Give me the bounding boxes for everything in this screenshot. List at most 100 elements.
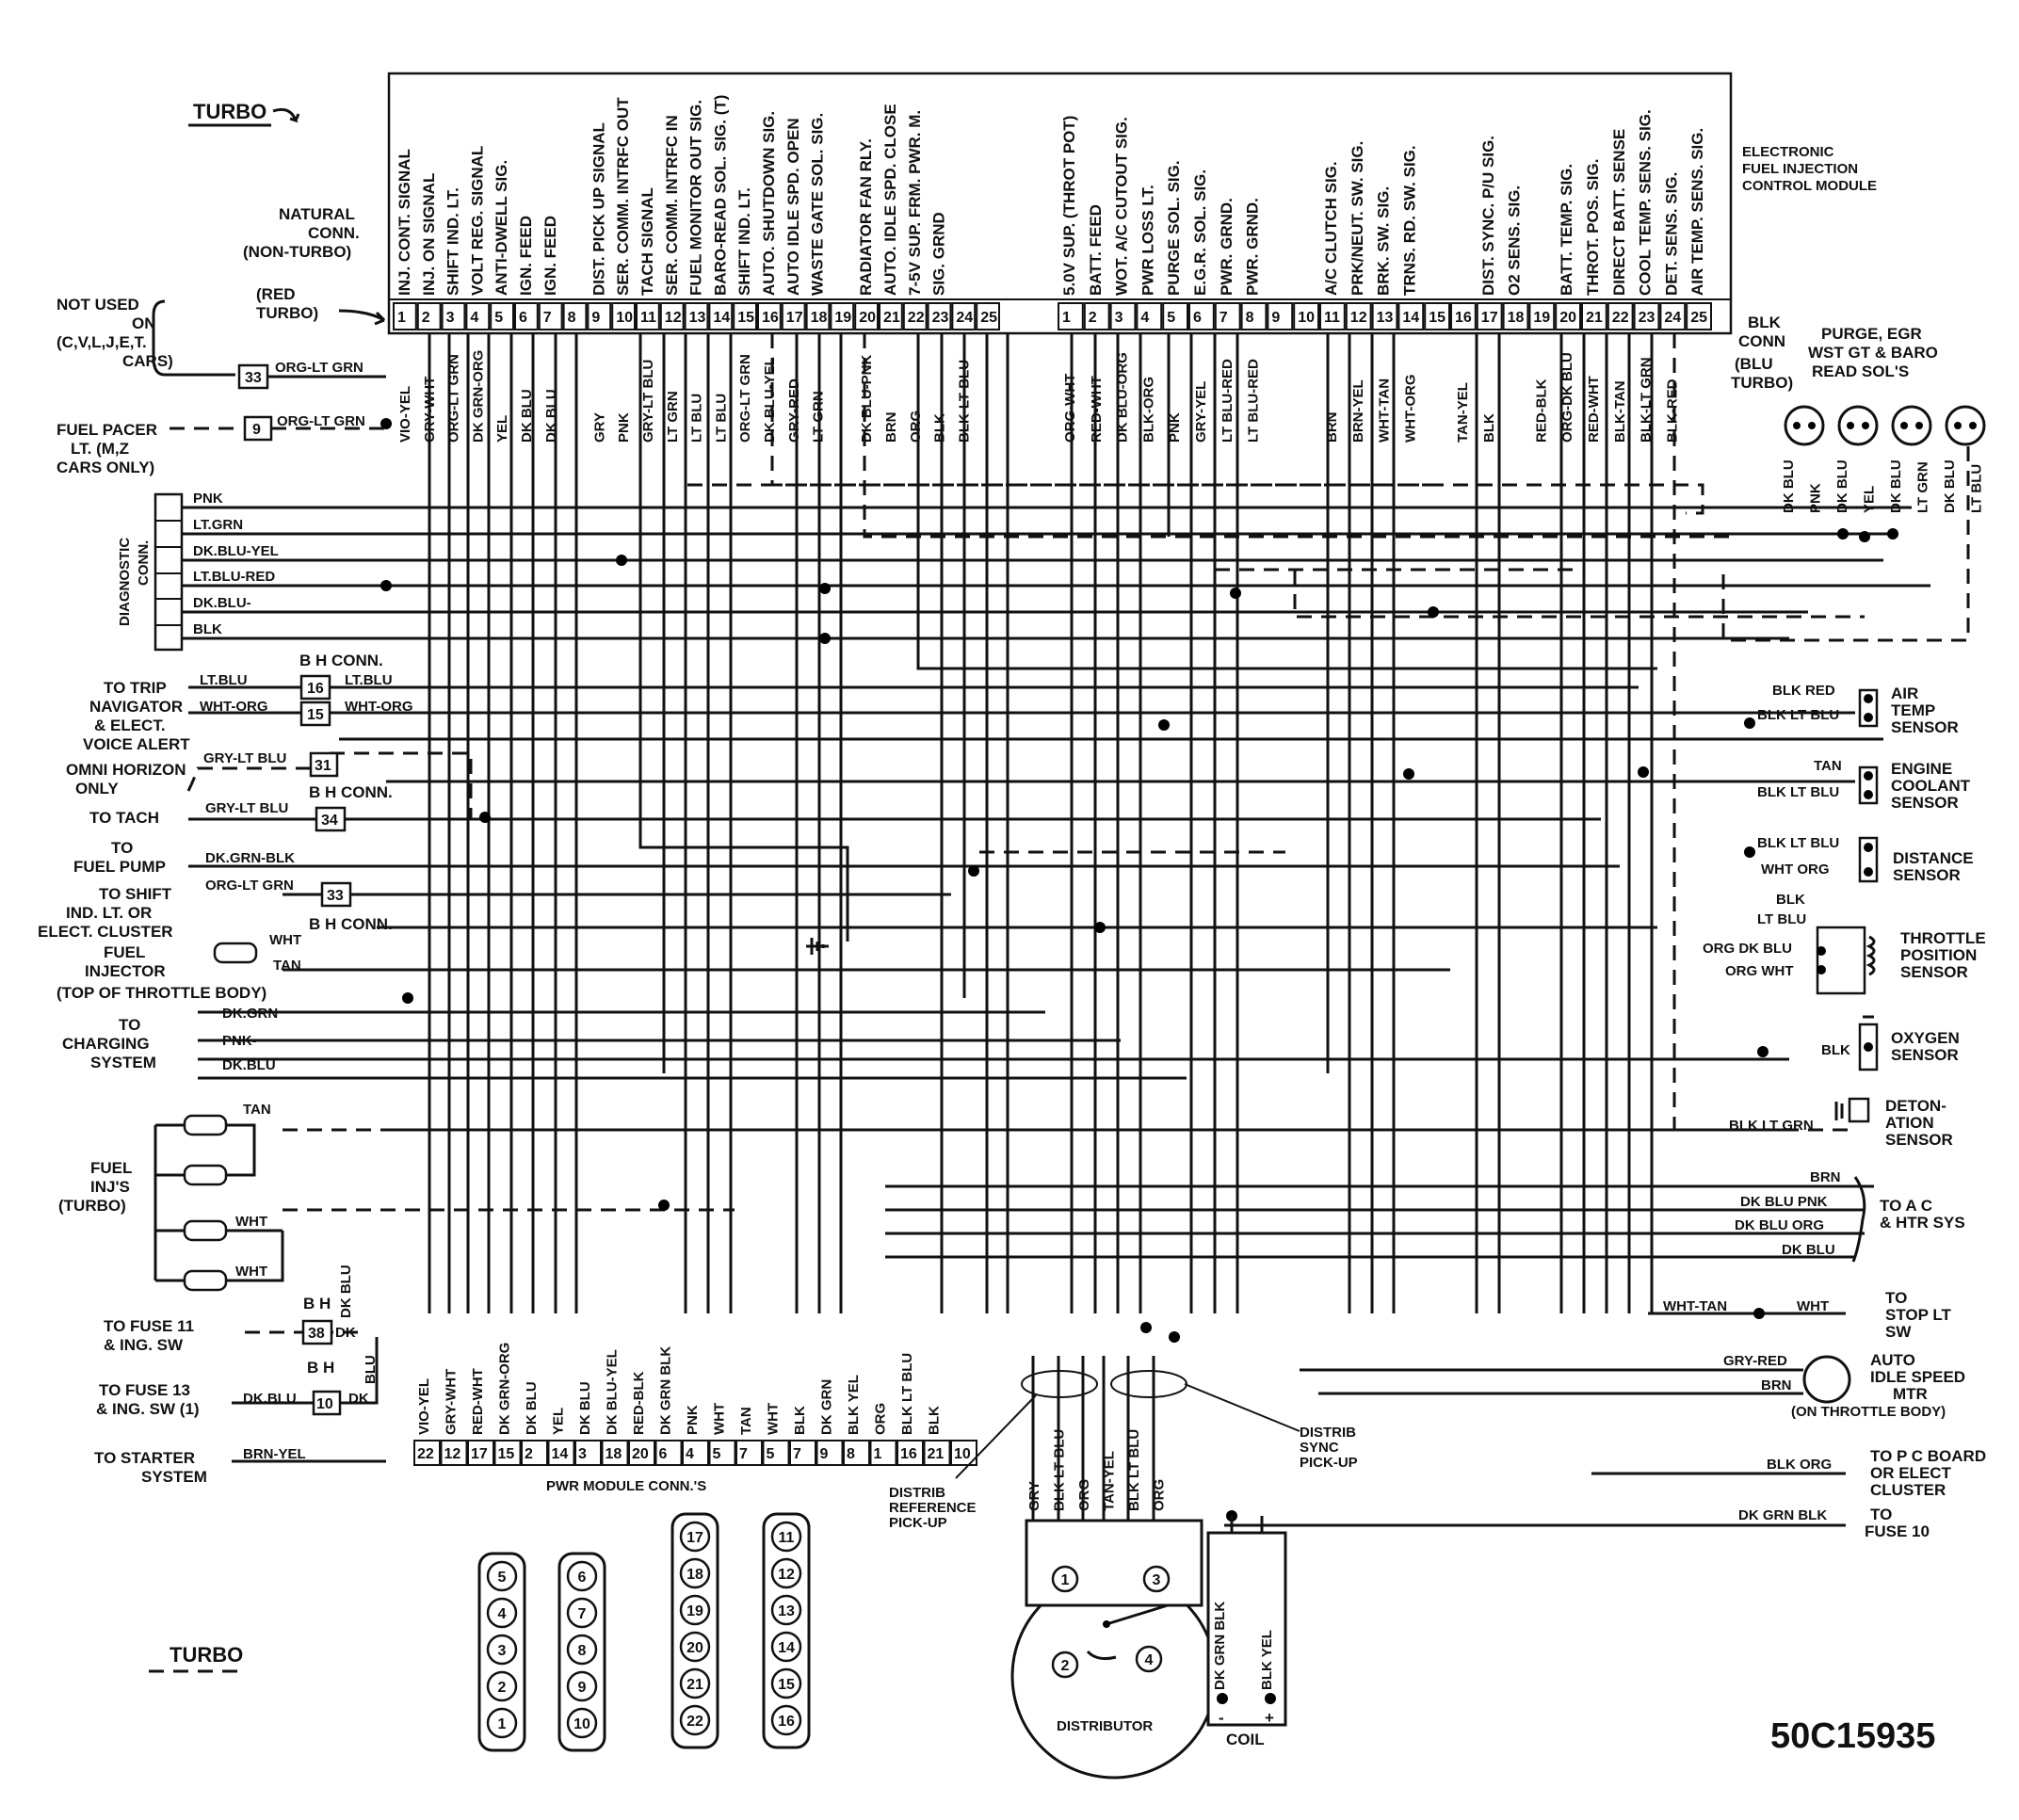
- idle-2: IDLE SPEED: [1870, 1368, 1965, 1386]
- blk-pin-function: BATT. FEED: [1087, 204, 1105, 296]
- blk-pin-box: [1686, 302, 1712, 330]
- stop-1: TO: [1885, 1289, 1907, 1307]
- wire-label: DK BLU: [338, 1264, 354, 1318]
- blk-pin-box: [1293, 302, 1319, 330]
- plug-pin-number: 20: [686, 1640, 703, 1656]
- plug-pin-number: 12: [778, 1567, 795, 1583]
- wire-label: ORG-LT GRN: [205, 878, 294, 894]
- plug-pin-number: 2: [498, 1680, 507, 1696]
- blk-pin-function: E.G.R. SOL. SIG.: [1191, 169, 1209, 296]
- bh-conn-1: B H CONN.: [299, 652, 383, 669]
- natural-pin-function: AUTO. SHUTDOWN SIG.: [760, 111, 778, 296]
- blk-pin-box: [1240, 302, 1268, 330]
- blk-pin-number: 4: [1140, 310, 1149, 326]
- blk-pin-box: [1162, 302, 1188, 330]
- module-title-1: ELECTRONIC: [1742, 144, 1834, 160]
- wire-label: WHT: [235, 1214, 267, 1230]
- purge-wire-color: PNK: [1808, 483, 1824, 513]
- natural-wire-color: BRN: [883, 412, 899, 443]
- purge-3: READ SOL'S: [1812, 362, 1909, 380]
- detonation-sensor: [1834, 1097, 1870, 1123]
- wire-label: TAN: [273, 958, 301, 974]
- purge-wire-color: DK BLU: [1781, 459, 1797, 513]
- distributor-terminal: 3: [1153, 1572, 1161, 1588]
- not-used-1: NOT USED: [57, 296, 139, 314]
- pwr-pin-box: [628, 1440, 655, 1466]
- plug-pin-number: 11: [779, 1530, 795, 1546]
- coolant-sensor: [1858, 765, 1879, 805]
- natural-pin-number: 23: [932, 310, 949, 326]
- pwr-pin-box: [574, 1440, 602, 1466]
- blk-wire-color: LT BLU-RED: [1219, 359, 1236, 443]
- purge-wire-color: YEL: [1862, 486, 1878, 513]
- ground-icon: [806, 938, 829, 955]
- bh-conn-2: B H CONN.: [309, 783, 393, 801]
- blk-pin-function: TRNS. RD. SW. SIG.: [1400, 145, 1418, 296]
- blk-pin-number: 12: [1350, 310, 1367, 326]
- distance-sensor: [1858, 836, 1879, 883]
- air-temp-2: TEMP: [1891, 701, 1935, 719]
- throttle-2: POSITION: [1900, 946, 1977, 964]
- blk-pin-number: 17: [1481, 310, 1498, 326]
- fuel-pacer-2: LT. (M,Z: [71, 440, 129, 458]
- bh-conn-3: B H CONN.: [309, 915, 393, 933]
- conn-33: 33: [245, 370, 262, 386]
- natural-pin-function: AUTO. IDLE SPD. CLOSE: [881, 104, 899, 296]
- idle-1: AUTO: [1870, 1351, 1915, 1369]
- natural-pin-function: IGN. FEED: [541, 216, 559, 296]
- natural-pin-box: [538, 302, 563, 330]
- wire-label: PNK-: [222, 1033, 257, 1049]
- blk-pin-function: THROT. POS. SIG.: [1584, 159, 1602, 296]
- diag-wire-5: DK.BLU-: [193, 595, 251, 611]
- distributor-wire-color: ORG: [1152, 1479, 1168, 1511]
- pwr-pin-number: 22: [417, 1446, 434, 1462]
- natural-wire-color: DK BLU-PNK: [859, 355, 875, 443]
- natural-wire-color: YEL: [494, 415, 510, 443]
- natural-wire-color: DK GRN-ORG: [470, 350, 486, 443]
- natural-pin-number: 14: [713, 310, 730, 326]
- red-turbo-1: (RED: [256, 285, 296, 303]
- natural-pin-number: 11: [640, 310, 656, 326]
- blk-pin-function: BATT. TEMP. SIG.: [1558, 164, 1575, 296]
- natural-pin-box: [393, 302, 417, 330]
- wire-label: BLK: [1776, 892, 1805, 908]
- purge-wire-color: DK BLU: [1942, 459, 1958, 513]
- pwr-pin-box: [493, 1440, 522, 1466]
- tach-label: TO TACH: [89, 809, 159, 827]
- pc-1: TO P C BOARD: [1870, 1447, 1986, 1465]
- solenoid-icon: [1837, 405, 1879, 446]
- distributor-wire-color: BLK LT BLU: [1126, 1429, 1142, 1511]
- blk-pin-number: 8: [1246, 310, 1254, 326]
- plug-pin-number: 22: [686, 1714, 703, 1730]
- wire-label: LT.BLU: [200, 672, 248, 688]
- natural-pin-box: [976, 302, 1000, 330]
- blk-pin-box: [1345, 302, 1372, 330]
- wire-label: TAN: [1814, 758, 1842, 774]
- pwr-wire-color: BLK LT BLU: [899, 1353, 915, 1435]
- natural-pin-function: SHIFT IND. LT.: [444, 187, 462, 296]
- turbo-label-top: TURBO: [193, 100, 267, 123]
- pwr-wire-color: RED-BLK: [631, 1371, 647, 1435]
- arrow-icon: [338, 309, 386, 326]
- wire-label: GRY-LT BLU: [203, 750, 286, 766]
- blk-wire-color: WHT-ORG: [1402, 375, 1418, 443]
- module-title-2: FUEL INJECTION: [1742, 161, 1858, 177]
- natural-pin-number: 1: [397, 310, 406, 326]
- natural-pin-box: [902, 302, 928, 330]
- blk-pin-function: WOT. A/C CUTOUT SIG.: [1113, 117, 1131, 296]
- conn-9: 9: [252, 422, 261, 438]
- natural-wire-color: PNK: [616, 412, 632, 443]
- fuse10-2: FUSE 10: [1865, 1522, 1930, 1540]
- natural-pin-box: [757, 302, 782, 330]
- natural-pin-function: IGN. FEED: [517, 216, 535, 296]
- charging-2: CHARGING: [62, 1035, 150, 1053]
- wire-label: WHT-ORG: [200, 699, 268, 715]
- wiring-paths: [179, 333, 1970, 1527]
- natural-conn-1: NATURAL: [279, 205, 355, 223]
- idle-motor-icon: [1802, 1355, 1851, 1404]
- ac-2: & HTR SYS: [1880, 1214, 1965, 1232]
- pwr-pin-box: [896, 1440, 924, 1466]
- conn-10: 10: [316, 1396, 333, 1412]
